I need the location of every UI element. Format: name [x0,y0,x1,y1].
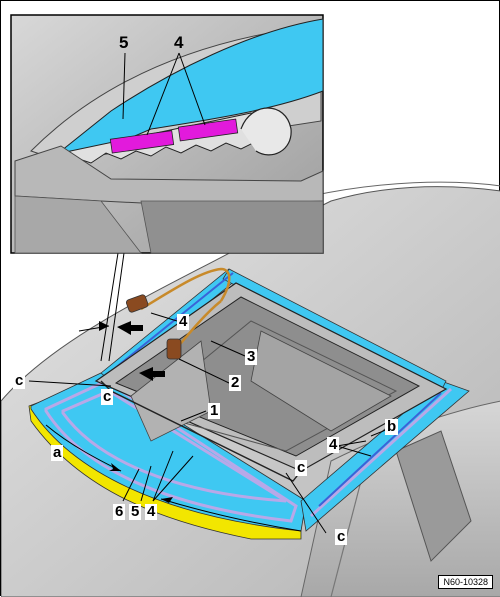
adhesive-bead-inner [61,389,287,503]
drain-connector-upper [125,294,149,313]
magnifier-leader-2 [108,252,125,362]
callout-c-right: c [335,528,348,545]
callout-inset-4: 4 [174,33,184,52]
inset-interior [140,200,324,254]
fit-arrow-lower [139,367,165,381]
callout-c-center: c [295,459,308,476]
inset-tape-left [109,130,175,154]
inset-edge-trim [240,107,292,156]
adhesive-bead-outer [44,379,298,523]
callout-b: b [385,418,399,435]
callout-c-left-top: c [13,372,26,389]
detail-inset [10,14,324,254]
callout-a: a [51,444,64,461]
roof-rear-edge [310,181,500,197]
dimension-c-front-line [160,498,302,532]
callout-6: 6 [113,503,126,520]
drain-hose-upper [140,267,231,311]
inset-leader-5 [122,52,126,120]
callout-4-lower: 4 [145,503,158,520]
side-window [395,430,472,562]
callout-4-right: 4 [327,436,340,453]
inset-tape-right [177,118,239,142]
drain-connector-lower [166,338,182,360]
magnifier-leader-1 [100,252,119,362]
callout-inset-5: 5 [119,33,129,52]
dimension-c-right-line [285,472,327,534]
dimension-c-left-line [28,380,112,387]
callout-c-left: c [101,388,114,405]
adhesive-bead-right [309,387,453,518]
adhesive-bead-right-dark [318,392,442,507]
callout-1: 1 [208,402,221,419]
adhesive-bead-left [108,272,234,374]
inset-leader-4a [146,52,180,136]
inset-leader-4b [178,52,206,126]
callout-5: 5 [129,503,142,520]
callout-2: 2 [229,374,242,391]
callout-3: 3 [245,348,258,365]
sunroof-inner-rail [139,320,398,452]
inset-body-lower [14,195,142,254]
reference-code: N60-10328 [438,575,493,589]
fit-arrow-upper [117,321,143,335]
callout-4-upper: 4 [177,313,190,330]
